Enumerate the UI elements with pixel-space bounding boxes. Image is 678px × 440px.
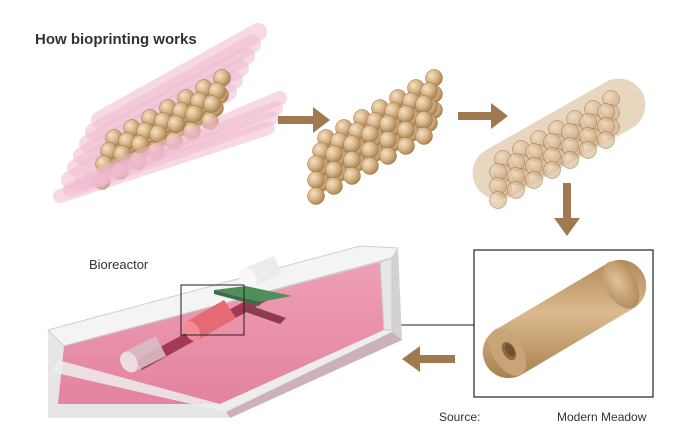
source-label: Source: [439,410,480,424]
tube-detail-box [473,249,654,398]
fused-sphere [525,171,543,189]
fused-sphere [561,151,579,169]
sphere [415,111,433,129]
inlet-cylinder [120,336,166,373]
pink-rod [83,91,287,185]
sphere [397,137,415,155]
sphere [325,177,343,195]
sphere [343,135,361,153]
sphere [325,161,343,179]
arrow-down-icon [554,183,580,236]
sphere [397,121,415,139]
printed-tube [183,300,236,342]
bioreactor [47,245,402,418]
stage-1-spheres-with-rods [53,23,287,203]
support-plate [214,286,292,302]
sphere [415,95,433,113]
stage-2-stacked-spheres [307,69,443,205]
fused-sphere [489,191,507,209]
sphere [307,171,325,189]
stage-3-fused-cylinder [472,78,646,209]
sphere [167,115,185,133]
pink-rod [91,23,267,129]
sphere [397,105,415,123]
arrow-left-icon [402,346,455,372]
sphere [325,145,343,163]
sphere [361,125,379,143]
source-value: Modern Meadow [557,410,647,424]
fused-sphere [597,131,615,149]
sphere [379,147,397,165]
title: How bioprinting works [35,31,197,48]
fused-sphere [543,161,561,179]
sphere [361,141,379,159]
arrow-right-icon [458,103,508,129]
sphere [343,167,361,185]
bioreactor-label: Bioreactor [89,257,149,272]
sphere [361,157,379,175]
sphere [307,155,325,173]
highlight-box [180,284,245,336]
fused-sphere [579,141,597,159]
arrow-right-icon [278,107,330,133]
fused-sphere [507,181,525,199]
sphere [343,151,361,169]
sphere [185,105,203,123]
sphere [415,127,433,145]
sphere [203,95,221,113]
outlet-cylinder [239,256,282,289]
sphere [379,131,397,149]
sphere [307,187,325,205]
hollow-tube [482,259,647,379]
sphere [379,115,397,133]
